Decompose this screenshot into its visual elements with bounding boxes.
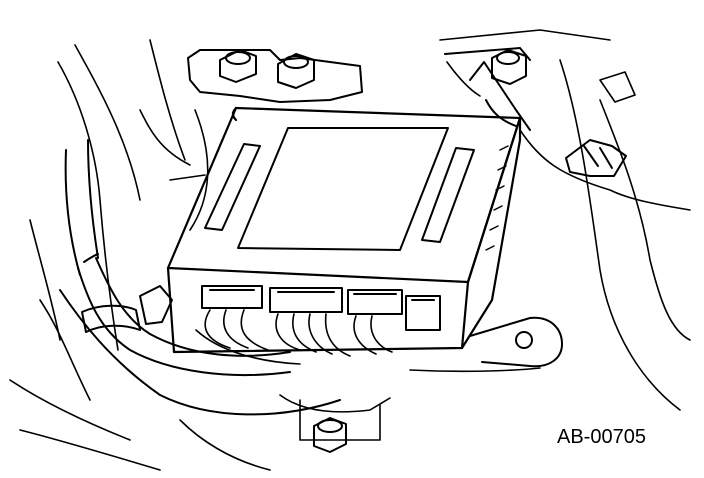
surrounding-body-panels [9, 29, 691, 471]
harness-tube-left [59, 139, 341, 416]
module-label-panel [237, 127, 449, 251]
connector-4 [405, 295, 441, 331]
connector-2 [269, 287, 343, 313]
module-side-slot-right [421, 147, 475, 243]
module-side-slot-left [204, 143, 261, 231]
bolt-top-left [219, 49, 257, 83]
figure-reference-code: AB-00705 [557, 426, 646, 448]
mounting-bracket [187, 47, 563, 368]
bolt-bottom [313, 417, 347, 453]
module-side-ribs [485, 145, 509, 251]
connector-1 [201, 285, 263, 309]
wire-bundle [195, 309, 393, 365]
bolt-top-right [491, 49, 527, 85]
control-module [166, 106, 522, 354]
harness-clip-left [81, 285, 173, 333]
connector-3 [347, 289, 403, 315]
bolt-top-center [277, 53, 315, 89]
harness-clip-right [565, 139, 627, 177]
bracket-hole [515, 331, 533, 349]
